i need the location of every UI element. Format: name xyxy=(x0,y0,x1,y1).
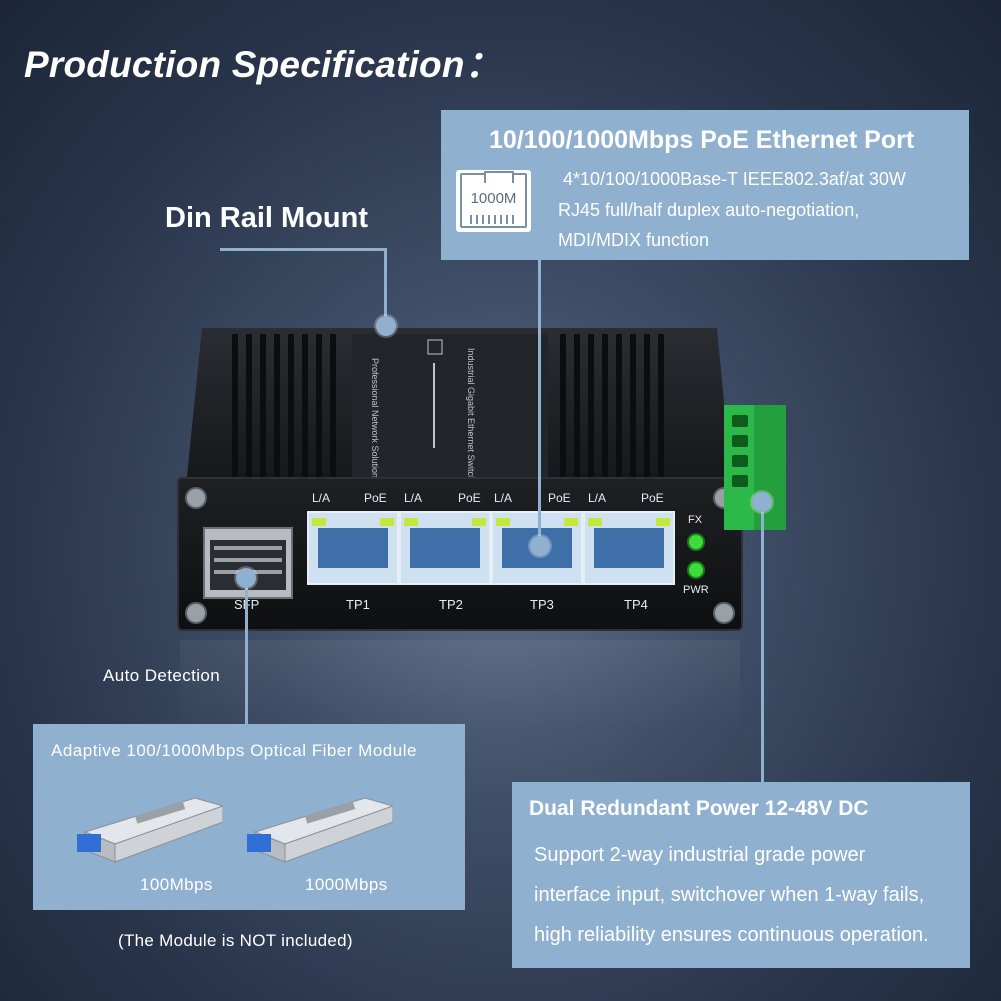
device-reflection xyxy=(180,640,740,730)
led-label-la-2: L/A xyxy=(404,491,423,505)
port-name-tp3: TP3 xyxy=(530,597,554,612)
poe-connector-dot xyxy=(530,536,550,556)
sfp-module-1000m-image xyxy=(247,797,393,863)
module-label-100mbps: 100Mbps xyxy=(140,875,213,894)
side-text-1: Professional Network Solution xyxy=(370,358,380,478)
poe-connector xyxy=(538,260,541,540)
port-name-tp2: TP2 xyxy=(439,597,463,612)
poe-port-info-box: 10/100/1000Mbps PoE Ethernet Port 1000M … xyxy=(441,110,969,260)
led-label-poe-4: PoE xyxy=(641,491,664,505)
led-label-poe-3: PoE xyxy=(548,491,571,505)
sfp-module-100m-image xyxy=(77,797,223,863)
module-label-1000mbps: 1000Mbps xyxy=(305,875,388,894)
sfp-connector-dot xyxy=(236,568,256,588)
poe-spec-line-3: MDI/MDIX function xyxy=(558,230,710,250)
fiber-module-title: Adaptive 100/1000Mbps Optical Fiber Modu… xyxy=(51,741,417,760)
led-label-poe-2: PoE xyxy=(458,491,481,505)
led-label-poe-1: PoE xyxy=(364,491,387,505)
auto-detection-label: Auto Detection xyxy=(103,666,221,685)
power-desc-line-3: high reliability ensures continuous oper… xyxy=(534,924,929,946)
fx-led-label: FX xyxy=(688,514,703,526)
power-desc-line-2: interface input, switchover when 1-way f… xyxy=(534,884,925,906)
power-connector xyxy=(761,505,764,782)
power-title: Dual Redundant Power 12-48V DC xyxy=(529,797,869,820)
led-label-la-1: L/A xyxy=(312,491,331,505)
power-terminal-block xyxy=(724,405,786,530)
din-rail-label: Din Rail Mount xyxy=(165,202,368,234)
din-connector-h xyxy=(220,248,387,251)
din-connector-dot xyxy=(376,316,396,336)
led-label-la-4: L/A xyxy=(588,491,607,505)
sfp-connector xyxy=(245,585,248,724)
power-info-box: Dual Redundant Power 12-48V DC Support 2… xyxy=(512,782,970,968)
poe-port-title: 10/100/1000Mbps PoE Ethernet Port xyxy=(489,126,915,154)
rj45-icon-label: 1000M xyxy=(470,190,517,207)
poe-spec-line-1: 4*10/100/1000Base-T IEEE802.3af/at 30W xyxy=(563,169,906,189)
power-desc-line-1: Support 2-way industrial grade power xyxy=(534,844,866,866)
page-title: Production Specification： xyxy=(24,44,502,85)
rj45-port-icon: 1000M xyxy=(456,170,531,232)
led-label-la-3: L/A xyxy=(494,491,513,505)
module-not-included-note: (The Module is NOT included) xyxy=(118,931,353,950)
poe-spec-line-2: RJ45 full/half duplex auto-negotiation, xyxy=(558,200,860,220)
pwr-led-label: PWR xyxy=(683,584,709,596)
industrial-switch-image: Professional Network Solution Industrial… xyxy=(177,328,743,631)
fiber-module-info-box: Adaptive 100/1000Mbps Optical Fiber Modu… xyxy=(33,724,465,910)
side-text-2: Industrial Gigabit Ethernet Switch xyxy=(466,348,476,481)
port-name-tp1: TP1 xyxy=(346,597,370,612)
din-connector-v xyxy=(384,248,387,323)
port-name-tp4: TP4 xyxy=(624,597,648,612)
power-connector-dot xyxy=(752,492,772,512)
